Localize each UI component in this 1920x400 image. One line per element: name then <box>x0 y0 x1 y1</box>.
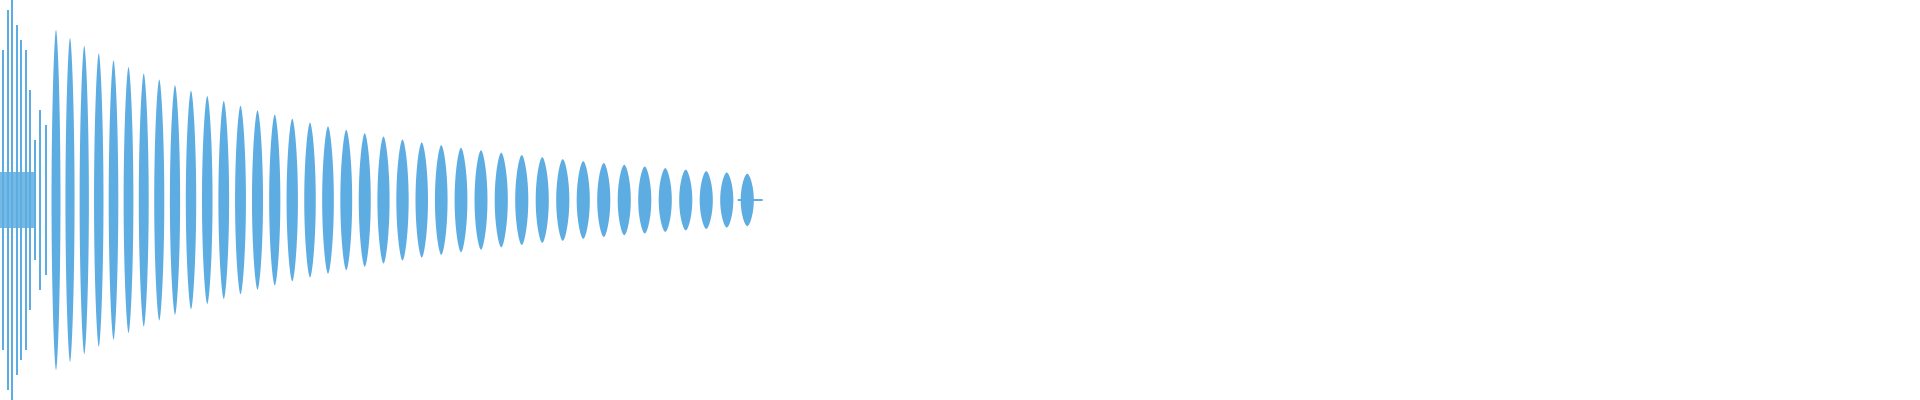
waveform-lobe-20 <box>377 136 390 264</box>
waveform-lobe-24 <box>454 147 468 253</box>
waveform-lobe-3 <box>94 53 104 347</box>
waveform-lobe-29 <box>556 159 570 241</box>
waveform-lobe-26 <box>494 152 508 248</box>
waveform-lobe-1 <box>65 38 75 362</box>
waveform-lobe-21 <box>396 139 409 261</box>
waveform-lobe-7 <box>154 79 165 321</box>
waveform-lobe-13 <box>251 110 264 290</box>
waveform-lobe-14 <box>269 114 281 286</box>
waveform-lobe-5 <box>123 67 134 333</box>
waveform-lobe-19 <box>358 133 371 267</box>
waveform-lobe-10 <box>201 96 213 304</box>
waveform-lobe-16 <box>304 122 316 278</box>
waveform-lobe-4 <box>108 60 119 340</box>
waveform-lobe-23 <box>434 145 448 255</box>
waveform-lobe-0 <box>51 30 61 370</box>
waveform-lobe-18 <box>340 129 353 271</box>
waveform-lobe-34 <box>658 168 672 232</box>
waveform-lobe-9 <box>185 90 197 310</box>
waveform-lobe-30 <box>576 161 590 239</box>
waveform-onset <box>0 172 36 228</box>
waveform-lobe-31 <box>597 163 611 237</box>
waveform-lobe-8 <box>169 85 181 315</box>
waveform-lobe-11 <box>218 101 230 299</box>
waveform-lobe-27 <box>515 154 529 246</box>
waveform-lobe-15 <box>286 118 298 282</box>
waveform-lobe-22 <box>415 142 428 258</box>
waveform-lobe-12 <box>235 105 246 295</box>
waveform-lobe-28 <box>535 157 549 243</box>
waveform-lobe-17 <box>322 126 334 274</box>
waveform-lobe-25 <box>474 150 488 250</box>
waveform-lobe-35 <box>679 169 693 231</box>
waveform-lobe-6 <box>138 73 149 327</box>
waveform-lobe-37 <box>720 172 734 228</box>
waveform-lobe-32 <box>617 164 631 236</box>
waveform-lobe-2 <box>79 45 89 355</box>
waveform-lobe-33 <box>638 166 652 234</box>
waveform-lobe-36 <box>699 171 713 229</box>
